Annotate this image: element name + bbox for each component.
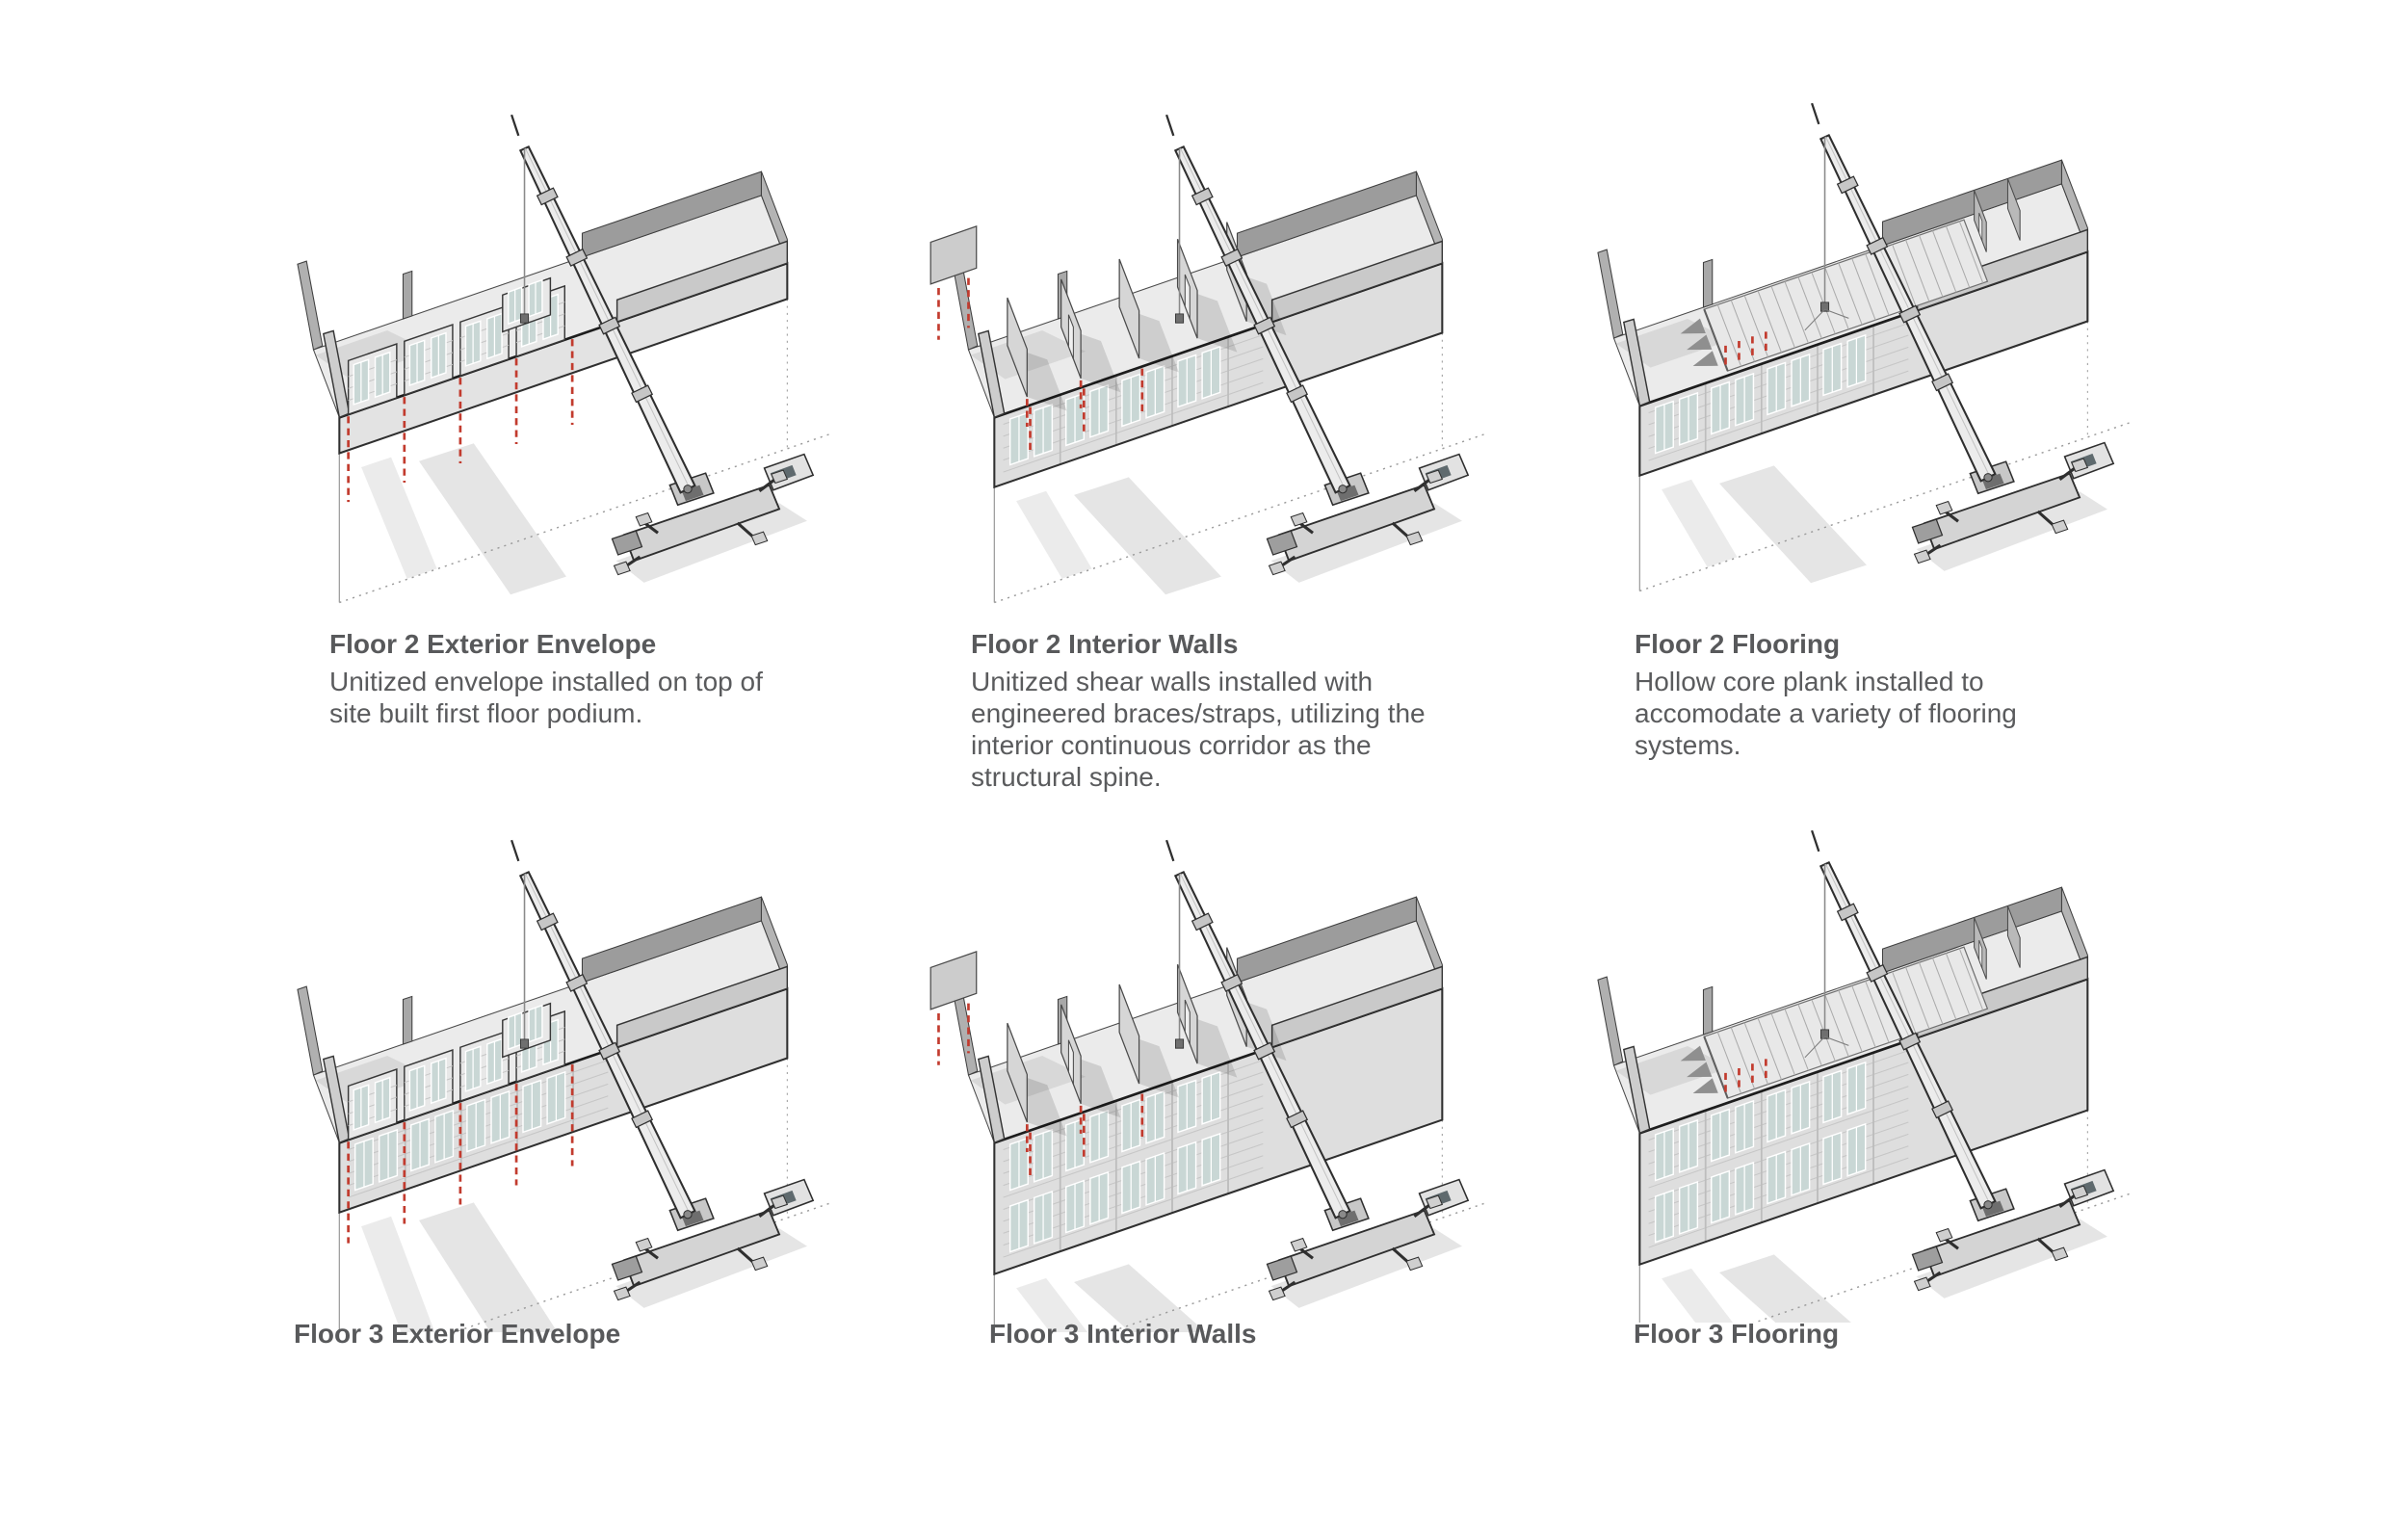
caption-floor3-exterior-envelope: Floor 3 Exterior Envelope [294,1318,756,1355]
building-slab [297,896,833,1332]
building-slab [297,170,833,604]
panel-description: Unitized envelope installed on top of si… [329,667,763,728]
panel-title: Floor 2 Interior Walls [971,629,1239,659]
caption-floor2-flooring: Floor 2 Flooring Hollow core plank insta… [1635,628,2097,761]
floor3-interior-walls-illustration [929,839,1488,1332]
floor3-flooring-illustration [1597,829,2133,1323]
mobile-crane [510,839,815,1308]
mobile-crane [510,114,815,583]
mobile-crane [1165,114,1470,583]
floor3-exterior-envelope-illustration [297,839,833,1332]
panel-title: Floor 2 Flooring [1635,629,1841,659]
mobile-crane [1165,839,1470,1308]
caption-floor2-exterior-envelope: Floor 2 Exterior Envelope Unitized envel… [329,628,792,729]
panel-title: Floor 3 Exterior Envelope [294,1319,621,1349]
mobile-crane [1804,102,2115,571]
floor2-interior-walls-illustration [929,114,1488,604]
caption-floor3-flooring: Floor 3 Flooring [1634,1318,2096,1355]
caption-floor3-interior-walls: Floor 3 Interior Walls [989,1318,1452,1355]
caption-floor2-interior-walls: Floor 2 Interior Walls Unitized shear wa… [971,628,1433,793]
panel-title: Floor 3 Interior Walls [989,1319,1257,1349]
floor2-exterior-envelope-illustration [297,114,833,604]
panel-description: Unitized shear walls installed with engi… [971,667,1426,792]
panel-description: Hollow core plank installed to accomodat… [1635,667,2017,760]
panel-title: Floor 3 Flooring [1634,1319,1840,1349]
floor2-flooring-illustration [1597,102,2133,592]
panel-title: Floor 2 Exterior Envelope [329,629,657,659]
building-slab [1597,159,2133,592]
mobile-crane [1804,829,2115,1298]
